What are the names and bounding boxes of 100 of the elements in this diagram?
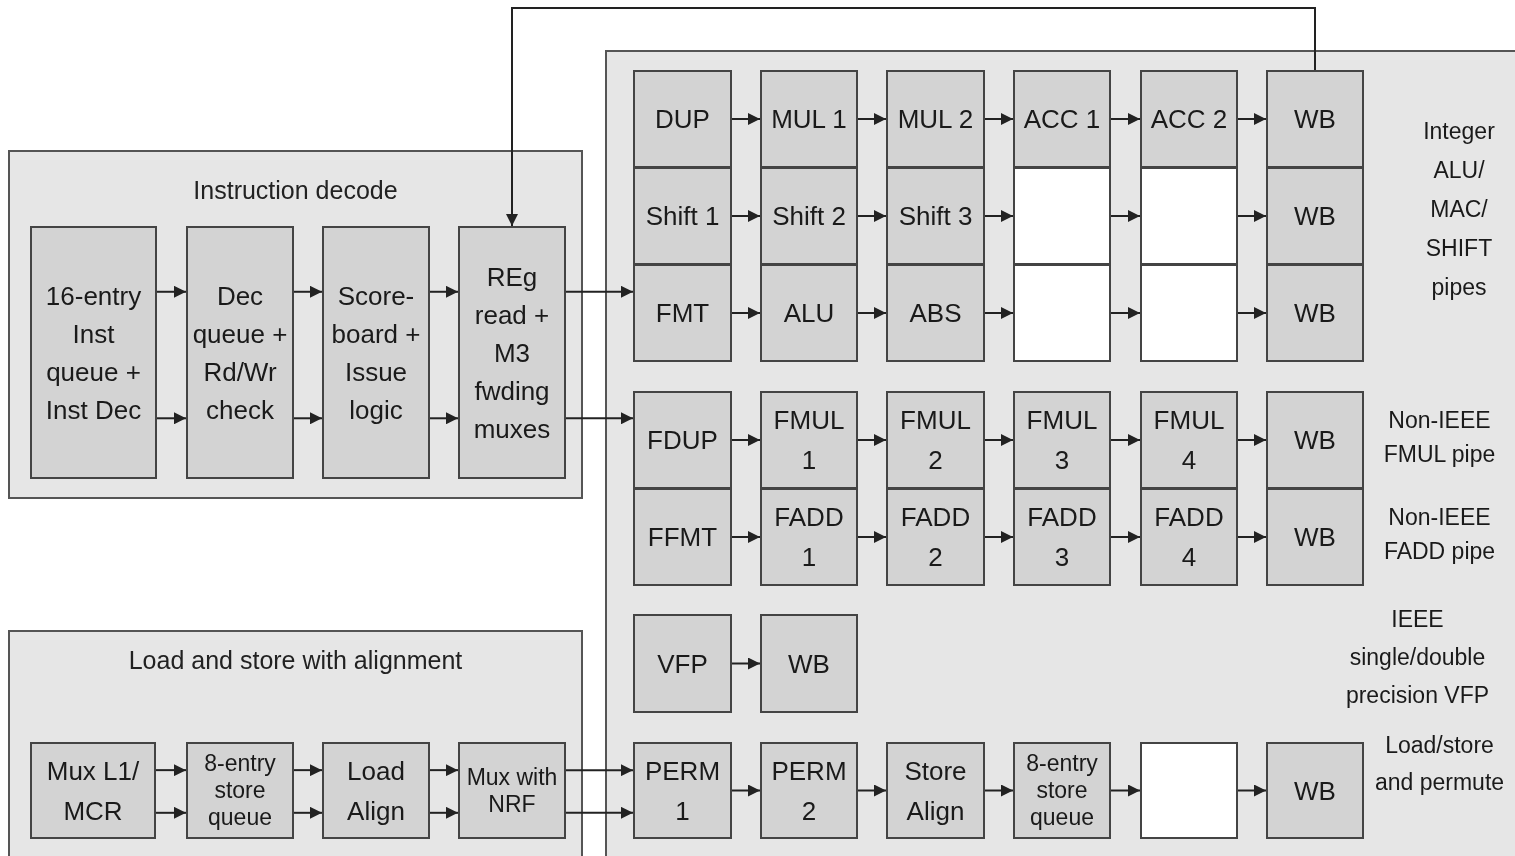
stage-box — [186, 226, 294, 479]
stage-label: Mux with NRF — [465, 763, 559, 818]
stage-label: FADD 3 — [1026, 501, 1098, 574]
empty-stage-box — [1140, 264, 1238, 362]
stage-box — [186, 742, 294, 839]
arrow — [565, 412, 634, 425]
arrow — [293, 764, 323, 777]
stage-box — [633, 167, 732, 265]
stage-label: DUP — [654, 103, 711, 136]
arrow — [1110, 210, 1141, 222]
arrow — [857, 531, 887, 543]
stage-label: Dec queue + Rd/Wr check — [191, 279, 289, 427]
stage-label: FADD 2 — [899, 501, 972, 574]
stage-label: Store Align — [903, 754, 968, 828]
group-panel — [8, 150, 583, 499]
stage-box — [633, 264, 732, 362]
stage-label: ALU — [782, 297, 836, 330]
empty-stage-box — [1140, 167, 1238, 265]
stage-label: REg read + M3 fwding muxes — [472, 260, 552, 446]
pipe-label: Integer ALU/ MAC/ SHIFT pipes — [1422, 117, 1496, 302]
stage-box — [886, 742, 985, 839]
stage-box — [633, 742, 732, 839]
stage-box — [1140, 391, 1238, 489]
stage-box — [322, 742, 430, 839]
empty-stage-box — [1140, 742, 1238, 839]
stage-box — [760, 614, 858, 713]
arrow — [1237, 531, 1267, 543]
stage-label: WB — [787, 647, 831, 681]
stage-box — [1266, 742, 1364, 839]
arrow — [731, 531, 761, 543]
stage-box — [886, 264, 985, 362]
stage-label: ACC 1 — [1022, 103, 1102, 136]
arrow — [984, 113, 1014, 125]
stage-box — [633, 391, 732, 489]
stage-label: MUL 2 — [896, 103, 975, 136]
pipe-label: IEEE single/double precision VFP — [1344, 605, 1491, 710]
arrow — [731, 113, 761, 125]
arrow — [731, 210, 761, 222]
arrow — [565, 764, 634, 777]
stage-label: Shift 2 — [771, 200, 847, 233]
arrow — [565, 285, 634, 298]
stage-box — [1266, 488, 1364, 586]
stage-label: 8-entry store queue — [1025, 750, 1099, 831]
arrow — [857, 784, 887, 797]
arrow — [731, 434, 761, 446]
stage-box — [760, 70, 858, 168]
arrow — [506, 7, 1316, 227]
stage-box — [886, 70, 985, 168]
arrow — [1237, 784, 1267, 797]
arrow — [1237, 434, 1267, 446]
stage-label: 8-entry store queue — [203, 750, 277, 831]
arrow — [156, 285, 187, 298]
stage-label: FADD 4 — [1153, 501, 1225, 574]
stage-label: FFMT — [646, 521, 719, 554]
stage-label: WB — [1293, 200, 1337, 233]
stage-box — [886, 391, 985, 489]
pipe-label: Load/store and permute — [1373, 731, 1506, 797]
stage-box — [458, 226, 566, 479]
pipe-label: Non-IEEE FADD pipe — [1382, 503, 1497, 566]
stage-label: ACC 2 — [1149, 103, 1229, 136]
arrow — [984, 307, 1014, 319]
arrow — [1110, 307, 1141, 319]
arrow — [155, 806, 187, 819]
stage-label: FADD 1 — [773, 501, 845, 574]
stage-box — [1266, 264, 1364, 362]
stage-box — [760, 167, 858, 265]
arrow — [857, 113, 887, 125]
stage-label: FDUP — [646, 424, 719, 457]
stage-box — [886, 167, 985, 265]
arrow — [1237, 307, 1267, 319]
pipeline-panel — [605, 50, 1515, 856]
stage-box — [322, 226, 430, 479]
arrow — [1110, 434, 1141, 446]
stage-box — [1013, 391, 1111, 489]
stage-label: FMUL 4 — [1152, 404, 1226, 477]
arrow — [731, 784, 761, 797]
stage-box — [633, 70, 732, 168]
arrow — [984, 531, 1014, 543]
stage-box — [760, 391, 858, 489]
empty-stage-box — [1013, 264, 1111, 362]
stage-label: PERM 1 — [643, 754, 722, 828]
group-panel — [8, 630, 583, 856]
stage-label: 16-entry Inst queue + Inst Dec — [44, 279, 143, 427]
arrow — [857, 307, 887, 319]
stage-box — [30, 226, 157, 479]
arrow — [429, 285, 459, 298]
group-title: Load and store with alignment — [127, 645, 464, 676]
arrow — [429, 412, 459, 425]
stage-label: FMUL 1 — [772, 404, 846, 477]
stage-label: MUL 1 — [770, 103, 848, 136]
arrow — [293, 806, 323, 819]
arrow — [156, 412, 187, 425]
stage-box — [1140, 488, 1238, 586]
stage-label: FMUL 2 — [899, 404, 972, 477]
arrow — [731, 307, 761, 319]
empty-stage-box — [1013, 167, 1111, 265]
arrow — [293, 412, 323, 425]
stage-label: FMT — [654, 297, 711, 330]
stage-box — [30, 742, 156, 839]
arrow — [857, 434, 887, 446]
